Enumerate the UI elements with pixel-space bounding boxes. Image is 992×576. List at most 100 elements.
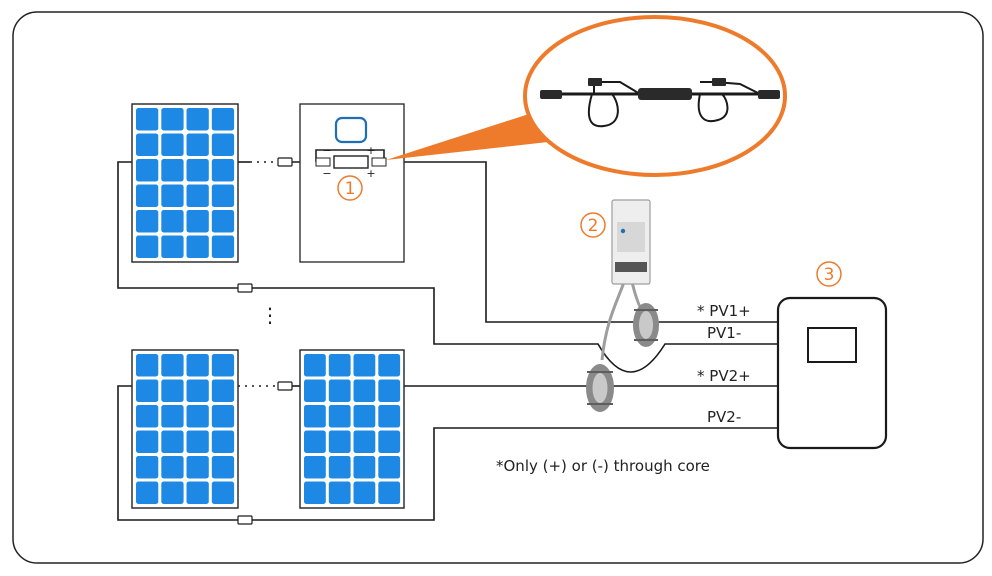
solar-cell <box>211 133 235 156</box>
solar-cell <box>304 456 326 479</box>
label-pv2-minus: PV2- <box>707 408 741 426</box>
label-pv1-minus: PV1- <box>707 324 741 342</box>
solar-cell <box>328 379 351 402</box>
solar-cell <box>186 354 209 377</box>
terminal-minus-top: − <box>322 144 331 157</box>
solar-cell <box>353 430 376 453</box>
solar-panel-icon <box>299 349 405 509</box>
terminal-minus-bottom: − <box>322 167 331 180</box>
solar-cell <box>186 133 209 156</box>
callout-3-circle <box>816 261 842 287</box>
solar-cell <box>328 456 351 479</box>
solar-cell <box>186 405 209 428</box>
solar-cell <box>161 354 184 377</box>
wire-pv1-plus <box>384 161 778 323</box>
optimizer-cable-body <box>638 88 692 100</box>
solar-cell <box>328 405 351 428</box>
ct-lead-1 <box>600 281 626 361</box>
label-pv2-plus: * PV2+ <box>697 367 751 385</box>
callout-2: 2 <box>580 212 606 238</box>
solar-cell <box>328 354 351 377</box>
optimizer-zoom-callout <box>386 15 787 177</box>
optimizer-cable-illustration <box>540 78 780 128</box>
connector-4 <box>237 515 253 525</box>
solar-cell <box>136 405 159 428</box>
meter-face <box>617 222 645 252</box>
solar-cell <box>136 108 159 131</box>
solar-cell <box>136 456 159 479</box>
solar-cell <box>211 456 235 479</box>
solar-cell <box>211 108 235 131</box>
solar-cell <box>328 481 351 504</box>
solar-cell <box>161 405 184 428</box>
ct-clamp-icon <box>586 364 614 412</box>
solar-cell <box>161 379 184 402</box>
wire-pv2-minus <box>117 385 778 521</box>
label-pv1-plus: * PV1+ <box>697 302 751 320</box>
solar-cell <box>211 354 235 377</box>
solar-cell <box>378 405 401 428</box>
mc4-connectors <box>237 157 293 525</box>
optimizer-icon <box>334 116 368 144</box>
connector-1 <box>277 157 293 167</box>
solar-cell <box>378 379 401 402</box>
meter-assembly <box>586 199 659 412</box>
wire-pv1-minus <box>117 161 778 373</box>
solar-cell <box>161 133 184 156</box>
connector-3 <box>277 381 293 391</box>
solar-cell <box>136 159 159 182</box>
solar-cell <box>211 379 235 402</box>
solar-panel-icon <box>131 349 239 509</box>
cable-plug-mid-right <box>712 78 726 86</box>
solar-cell <box>328 430 351 453</box>
solar-cell <box>186 184 209 207</box>
callout-2-number: 2 <box>588 216 599 236</box>
callout-1-number: 1 <box>345 179 356 199</box>
solar-cell <box>136 133 159 156</box>
solar-cell <box>161 108 184 131</box>
solar-cell <box>136 430 159 453</box>
solar-cell <box>161 456 184 479</box>
ct-clamp-icon <box>633 303 659 347</box>
solar-cell <box>378 456 401 479</box>
solar-cell <box>186 159 209 182</box>
optimizer-bracket <box>315 149 385 162</box>
callout-2-circle <box>580 212 606 238</box>
zoom-wedge <box>386 112 548 160</box>
solar-cell <box>211 430 235 453</box>
callout-3-number: 3 <box>824 265 835 285</box>
solar-cell <box>378 481 401 504</box>
terminal-plus-top: + <box>366 144 375 157</box>
cable-plug-right <box>758 90 780 99</box>
solar-cell <box>186 481 209 504</box>
solar-cell <box>211 159 235 182</box>
inverter-body <box>776 296 888 450</box>
solar-cell <box>186 430 209 453</box>
solar-cell <box>304 379 326 402</box>
solar-cell <box>186 210 209 233</box>
solar-cell <box>136 184 159 207</box>
solar-cell <box>211 405 235 428</box>
callout-1: 1 <box>337 175 363 201</box>
connector-2 <box>237 283 253 293</box>
solar-cell <box>304 430 326 453</box>
solar-cell <box>136 354 159 377</box>
solar-cell <box>161 184 184 207</box>
solar-cell <box>304 354 326 377</box>
solar-cell <box>161 235 184 258</box>
solar-cell <box>211 184 235 207</box>
meter-led <box>620 228 626 234</box>
footnote-core-note: *Only (+) or (-) through core <box>496 457 710 475</box>
solar-cell <box>161 430 184 453</box>
solar-cell <box>353 379 376 402</box>
meter-terminals <box>615 262 647 272</box>
solar-cell <box>353 481 376 504</box>
solar-cell <box>211 481 235 504</box>
solar-cell <box>378 354 401 377</box>
solar-cell <box>186 456 209 479</box>
cable-plug-left <box>540 90 562 99</box>
inverter-icon <box>776 296 888 450</box>
solar-cell <box>186 108 209 131</box>
solar-cell <box>161 159 184 182</box>
